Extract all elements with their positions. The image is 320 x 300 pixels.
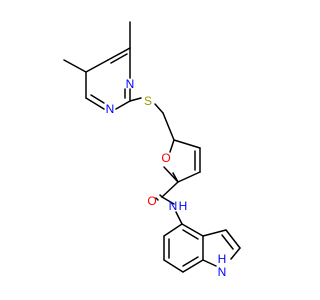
bond: [172, 172, 179, 183]
bond: [162, 112, 175, 141]
atom-label-n2: N: [106, 102, 115, 116]
bond: [129, 97, 142, 102]
bond: [154, 103, 164, 114]
bond: [161, 196, 175, 205]
atom-label-carbonyl-oxygen: O: [147, 194, 156, 208]
bond: [163, 223, 183, 237]
bond: [107, 47, 131, 61]
bond: [85, 59, 109, 73]
bond: [155, 197, 159, 201]
atom-label-indole-hydrogen: H: [218, 252, 227, 266]
atom-label-indole-nitrogen: N: [218, 265, 227, 279]
bond: [115, 100, 131, 110]
atom-label-amide-hydrogen: H: [179, 199, 188, 213]
bonds: [63, 21, 241, 273]
atom-label-sulfur: S: [144, 94, 152, 108]
bond: [90, 94, 105, 104]
bond: [181, 223, 204, 237]
bond: [85, 97, 105, 110]
bond: [173, 139, 201, 149]
atom-labels: N N S O O N H H N: [106, 77, 227, 279]
bond: [182, 259, 204, 273]
atom-label-furan-oxygen: O: [161, 151, 170, 165]
atom-label-n1: N: [126, 77, 135, 91]
bond: [161, 181, 179, 198]
bond: [230, 247, 241, 260]
bond: [175, 211, 183, 225]
bond: [221, 234, 234, 250]
bond: [163, 166, 179, 183]
bond: [169, 139, 175, 153]
bond: [202, 229, 227, 237]
atom-label-amide-nitrogen: N: [169, 199, 178, 213]
bond: [202, 259, 217, 267]
bond: [63, 59, 87, 73]
bond: [182, 256, 199, 267]
molecule-structure: N N S O O N H H N: [63, 21, 241, 279]
bond: [177, 171, 201, 183]
bond: [225, 229, 241, 249]
bond: [110, 53, 128, 64]
bond: [163, 259, 184, 273]
bond: [182, 229, 199, 240]
